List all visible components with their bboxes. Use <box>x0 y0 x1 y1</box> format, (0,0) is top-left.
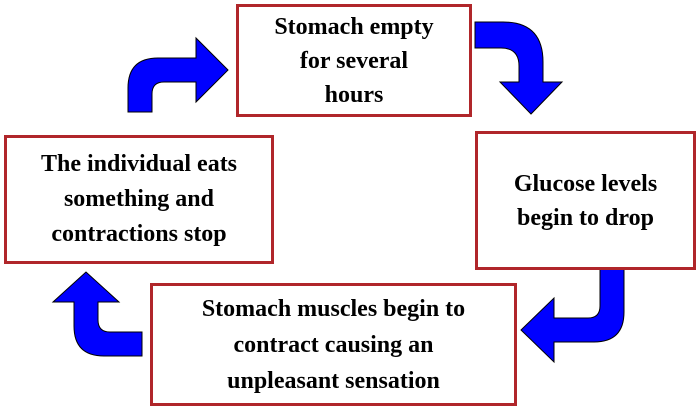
step-text: Stomach empty for several hours <box>274 10 433 112</box>
step-line: The individual eats <box>40 151 238 177</box>
curved-arrow-up-right-icon <box>127 36 229 113</box>
step-line: contractions stop <box>51 221 227 247</box>
curved-arrow-down-left-icon <box>520 267 625 364</box>
step-text: Stomach muscles begin to contract causin… <box>202 291 465 399</box>
step-line: begin to drop <box>517 204 654 231</box>
step-stomach-empty: Stomach empty for several hours <box>236 4 472 117</box>
step-line: contract causing an <box>233 331 434 358</box>
step-line: hours <box>324 81 384 108</box>
step-text: Glucose levels begin to drop <box>514 167 657 235</box>
step-individual-eats: The individual eats something and contra… <box>4 135 274 264</box>
step-line: Stomach muscles begin to <box>201 295 466 322</box>
step-line: Stomach empty <box>274 13 434 40</box>
curved-arrow-down-right-icon <box>474 21 564 115</box>
step-text: The individual eats something and contra… <box>41 147 237 252</box>
step-line: for several <box>299 47 409 74</box>
step-line: unpleasant sensation <box>227 367 440 394</box>
curved-arrow-up-left-icon <box>51 271 143 357</box>
step-line: Glucose levels <box>513 170 658 197</box>
step-stomach-contract: Stomach muscles begin to contract causin… <box>150 283 517 406</box>
step-line: something and <box>63 186 215 212</box>
step-glucose-drop: Glucose levels begin to drop <box>475 131 696 270</box>
